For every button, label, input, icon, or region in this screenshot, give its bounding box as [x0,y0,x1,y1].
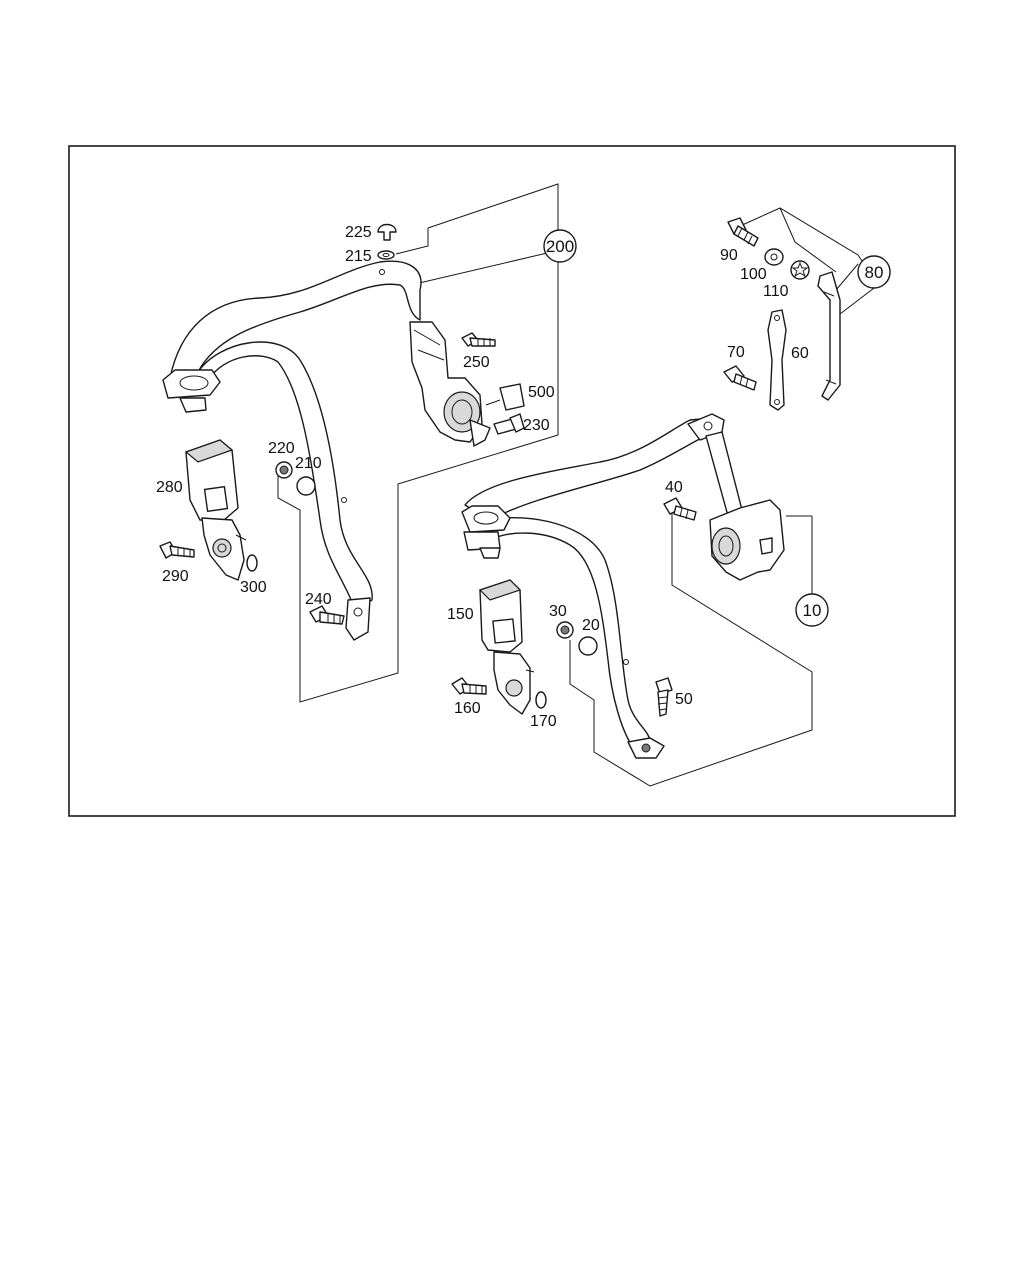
clip-500 [499,383,525,411]
label-160: 160 [454,700,481,717]
bracket-plate [817,271,841,401]
label-210: 210 [295,455,322,472]
cap-20 [578,636,598,656]
label-70: 70 [727,344,745,361]
bolt-250 [461,332,496,347]
buckle-150 [478,579,535,715]
label-215: 215 [345,248,372,265]
washer-170 [535,691,547,709]
label-225: 225 [345,224,372,241]
label-300: 300 [240,579,267,596]
callout-10-text: 10 [803,601,822,620]
label-220: 220 [268,440,295,457]
label-240: 240 [305,591,332,608]
bolt-290 [159,541,195,559]
washer-220 [275,461,293,479]
label-250: 250 [463,354,490,371]
callout-80-text: 80 [865,263,884,282]
bracket-assembly-80 [723,207,879,411]
bolt-160 [451,677,487,695]
bolt-70 [723,365,757,391]
callout-200: 200 [543,229,577,263]
label-150: 150 [447,606,474,623]
group-80-outline [739,207,879,315]
washer-100 [764,248,784,266]
left-lower-anchor [345,597,371,641]
bolt-40 [663,497,697,521]
group-10-outline [569,506,813,787]
label-90: 90 [720,247,738,264]
buckle-280 [184,439,247,581]
left-belt-webbing [169,260,422,379]
washer-30 [556,621,574,639]
label-100: 100 [740,266,767,283]
label-290: 290 [162,568,189,585]
left-belt-assembly [159,183,561,703]
bolt-240 [309,605,345,625]
label-170: 170 [530,713,557,730]
diagram-frame [68,145,956,817]
bolt-230 [493,413,525,435]
right-belt-webbing [464,417,721,521]
cap-210 [296,476,316,496]
group-200-outline [277,183,559,703]
label-30: 30 [549,603,567,620]
strap-60 [767,309,787,411]
bolt-50 [655,677,673,717]
label-230: 230 [523,417,550,434]
bolt-90 [727,217,759,247]
callout-10: 10 [795,593,829,627]
washer-215 [377,250,395,260]
callout-200-text: 200 [546,237,574,256]
label-280: 280 [156,479,183,496]
right-belt-assembly [451,413,813,787]
label-500: 500 [528,384,555,401]
cap-225 [377,223,397,241]
washer-300 [246,554,258,572]
label-40: 40 [665,479,683,496]
label-110: 110 [763,283,789,300]
label-20: 20 [582,617,600,634]
nut-110 [790,260,810,280]
label-50: 50 [675,691,693,708]
label-60: 60 [791,345,809,362]
callout-80: 80 [857,255,891,289]
